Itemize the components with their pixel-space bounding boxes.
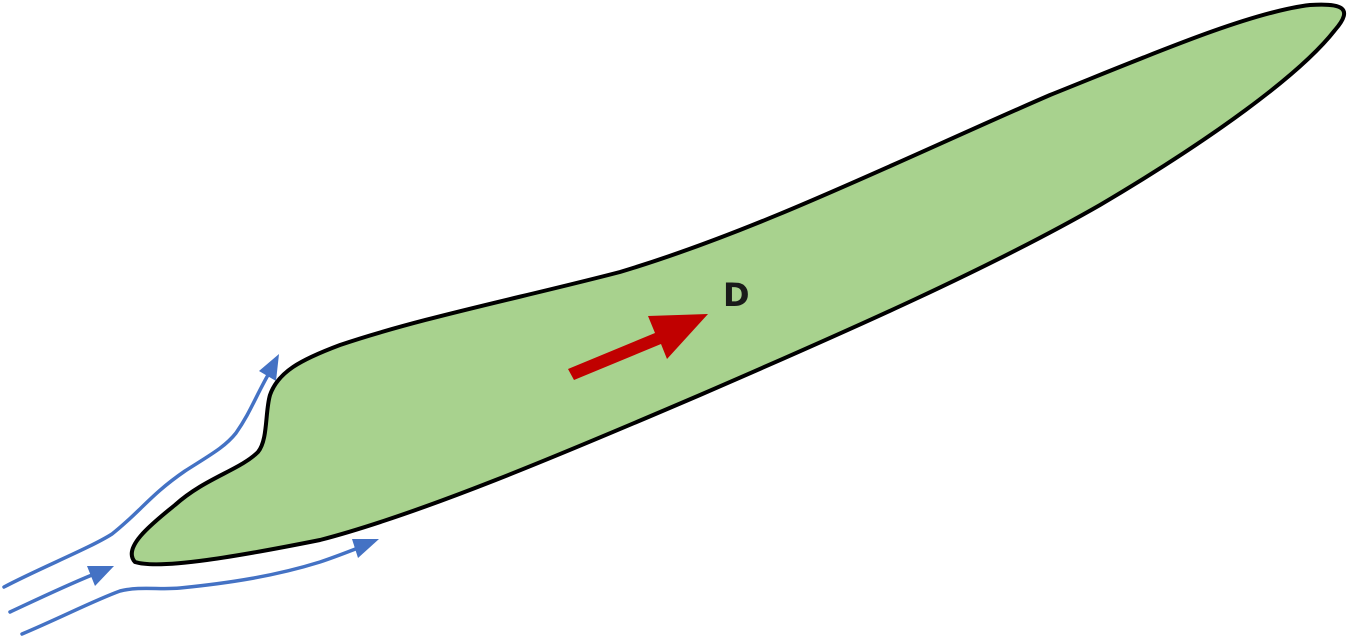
drag-force-arrow: [568, 314, 708, 380]
flow-line-upper: [2, 373, 270, 589]
body-shape: [129, 2, 1347, 567]
flow-line-middle: [8, 573, 94, 614]
flow-line-lower: [20, 546, 360, 636]
flow-lines: [2, 354, 379, 636]
force-label: D: [723, 276, 750, 314]
flow-arrowhead-upper: [259, 354, 279, 381]
flow-arrowhead-middle: [87, 566, 114, 586]
flow-arrowhead-lower: [352, 539, 379, 558]
